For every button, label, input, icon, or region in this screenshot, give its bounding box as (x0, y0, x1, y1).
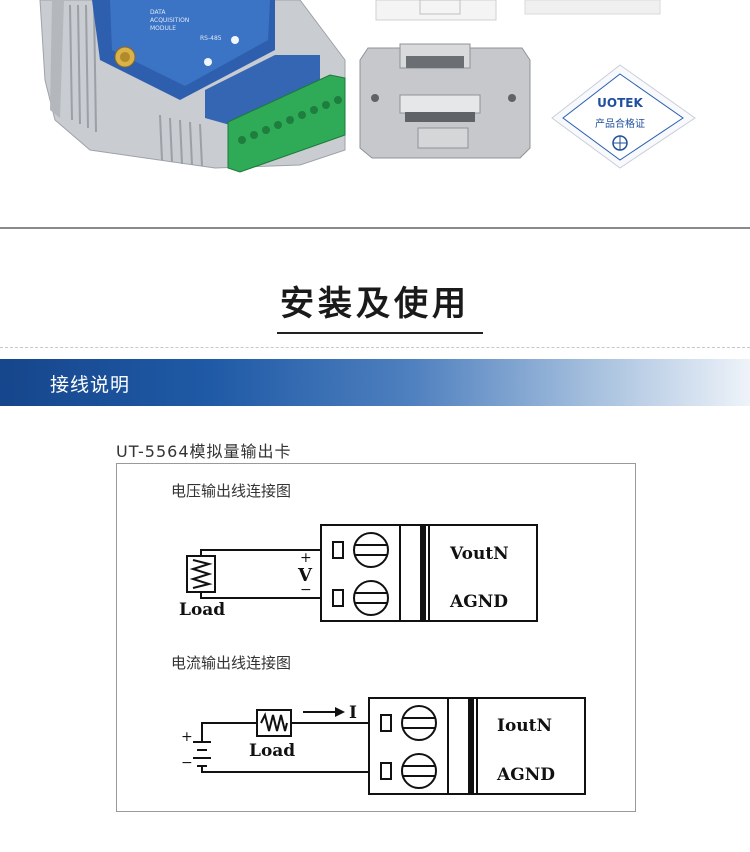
product-photos: DATA ACQUISITION MODULE RS-485 (39, 0, 696, 173)
voltage-load-label: Load (179, 600, 225, 620)
certificate-brand: UOTEK (597, 96, 643, 110)
terminal-label-agnd: AGND (496, 765, 555, 785)
screw-icon (401, 753, 437, 789)
module-label-text: MODULE (150, 25, 176, 32)
current-load-label: Load (249, 741, 295, 761)
wiring-diagram: 电压输出线连接图 + V − Load (171, 482, 586, 795)
battery-icon (193, 741, 211, 767)
quality-certificate-card: UOTEK 产品合格证 (551, 64, 696, 169)
din-rail-bracket-photo (359, 43, 531, 159)
screw-icon (353, 580, 389, 616)
banner-label: 接线说明 (50, 374, 131, 396)
wiring-instructions-banner: 接线说明 (0, 359, 750, 406)
terminal-label-voutn: VoutN (449, 544, 509, 564)
current-wires (201, 722, 369, 773)
battery-minus-sign: − (181, 755, 193, 771)
terminal-label-ioutn: IoutN (497, 716, 552, 736)
module-label-text: RS-485 (200, 35, 222, 42)
module-label-text: ACQUISITION (150, 17, 189, 24)
voltage-v-label: V (297, 565, 313, 586)
terminal-label-agnd: AGND (449, 592, 508, 612)
voltage-diagram-caption: 电压输出线连接图 (171, 482, 291, 500)
current-diagram-caption: 电流输出线连接图 (171, 654, 291, 672)
certificate-text: 产品合格证 (595, 117, 645, 130)
dashed-separator (0, 347, 750, 348)
wiring-diagram-box: 电压输出线连接图 + V − Load (116, 463, 636, 812)
current-arrow-icon (303, 707, 345, 717)
voltage-load-resistor (186, 555, 216, 593)
voltage-terminal-block (320, 524, 538, 622)
current-i-label: I (349, 703, 357, 723)
module-label-text: DATA (150, 9, 166, 16)
section-title: 安装及使用 (280, 284, 470, 324)
battery-plus-sign: + (181, 729, 193, 745)
current-load-resistor (256, 709, 292, 737)
current-terminal-block (368, 697, 586, 795)
voltage-minus-sign: − (300, 582, 312, 598)
converter-module-photo: DATA ACQUISITION MODULE RS-485 (39, 0, 346, 173)
photo-strip-divider (0, 227, 750, 229)
screw-icon (401, 705, 437, 741)
manual-photo (375, 0, 661, 21)
section-title-underline (277, 332, 483, 334)
screw-icon (353, 532, 389, 568)
product-photo-strip: DATA ACQUISITION MODULE RS-485 (0, 0, 750, 228)
voltage-plus-sign: + (300, 550, 312, 566)
voltage-wires (200, 549, 321, 599)
card-title: UT-5564模拟量输出卡 (116, 442, 292, 461)
